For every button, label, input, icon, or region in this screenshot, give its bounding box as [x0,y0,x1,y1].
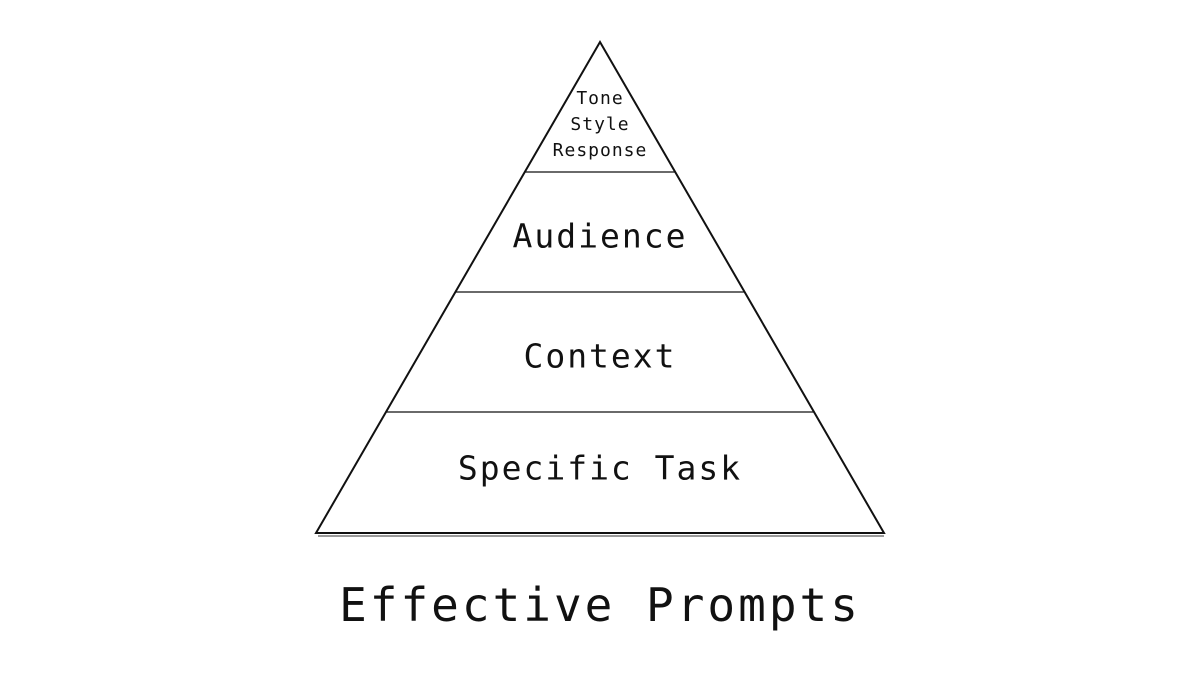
tier-base-label: Specific Task [458,449,742,488]
tier-audience-label: Audience [513,217,688,256]
tier-context-label: Context [523,337,676,376]
tier-apex-line-2: Style [570,114,629,135]
tier-apex-line-1: Tone [576,88,623,109]
pyramid-outline [314,40,886,534]
diagram-caption: Effective Prompts [339,578,861,632]
tier-apex-line-3: Response [553,140,648,161]
